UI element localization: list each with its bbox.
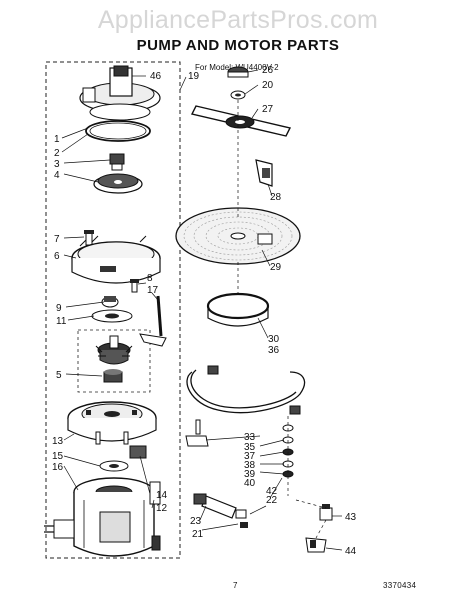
left-assembly-frame — [45, 61, 181, 559]
callout-1: 1 — [54, 134, 60, 145]
callout-21: 21 — [192, 529, 204, 540]
watermark: AppliancePartsPros.com — [97, 6, 379, 34]
parts-33-40-hardware — [185, 419, 294, 478]
callout-27: 27 — [262, 104, 274, 115]
callout-14: 14 — [156, 490, 168, 501]
callout-30: 30 — [268, 334, 280, 345]
document-code: 3370434 — [383, 581, 417, 590]
part-23-fitting — [193, 493, 248, 528]
part-16-motor — [44, 477, 161, 557]
callout-39: 39 — [244, 469, 256, 480]
callout-26: 26 — [262, 65, 274, 76]
part-28-clip — [255, 159, 273, 187]
leader-lines — [61, 69, 343, 551]
callout-6: 6 — [54, 251, 60, 262]
part-1-gasket — [85, 120, 151, 142]
callout-28: 28 — [270, 192, 282, 203]
part-15-washer — [99, 460, 129, 472]
callout-33: 33 — [244, 432, 256, 443]
callout-20: 20 — [262, 80, 274, 91]
callout-2: 2 — [54, 148, 60, 159]
callout-35: 35 — [244, 442, 256, 453]
part-46-inlet-housing — [79, 65, 161, 121]
part-6-pump-housing — [71, 235, 161, 284]
callout-4: 4 — [54, 170, 60, 181]
callout-40: 40 — [244, 478, 256, 489]
callout-11: 11 — [56, 316, 67, 327]
callout-12: 12 — [156, 503, 168, 514]
part-14-terminal-block — [129, 445, 147, 459]
callout-16: 16 — [52, 462, 64, 473]
part-heater-element — [186, 365, 306, 415]
part-17-bolt — [139, 295, 167, 347]
callout-22: 22 — [266, 495, 278, 506]
callout-3: 3 — [54, 159, 60, 170]
callout-9: 9 — [56, 303, 62, 314]
part-44-valve-bracket — [305, 537, 327, 553]
part-7-screw — [84, 230, 94, 246]
part-20-nut — [230, 90, 246, 100]
part-27-spray-arm — [190, 105, 292, 137]
callout-7: 7 — [54, 234, 60, 245]
impeller-group-bracket — [77, 329, 151, 393]
callout-19: 19 — [188, 71, 200, 82]
callout-13: 13 — [52, 436, 64, 447]
page-number: 7 — [233, 581, 238, 590]
page-title: PUMP AND MOTOR PARTS — [136, 37, 340, 54]
part-3-nut — [109, 153, 125, 171]
callout-38: 38 — [244, 460, 256, 471]
part-30-ring-seal — [206, 292, 270, 327]
callout-5: 5 — [56, 370, 62, 381]
callout-8: 8 — [147, 273, 153, 284]
callout-29: 29 — [270, 262, 282, 273]
callout-44: 44 — [345, 546, 357, 557]
part-43-valve-nut — [319, 504, 333, 521]
callout-43: 43 — [345, 512, 357, 523]
part-5-impeller — [95, 335, 133, 383]
part-8-screw — [130, 279, 139, 293]
callout-15: 15 — [52, 451, 64, 462]
part-4-disc — [93, 173, 143, 194]
part-26-cap — [227, 66, 249, 78]
callout-23: 23 — [190, 516, 202, 527]
callout-42: 42 — [266, 486, 278, 497]
callout-46: 46 — [150, 71, 162, 82]
part-13-mounting-plate — [67, 401, 157, 445]
callout-36: 36 — [268, 345, 280, 356]
callout-labels: 46 1 2 3 4 7 6 8 17 9 11 5 13 15 16 14 1… — [52, 65, 357, 557]
part-29-filter-screen — [175, 207, 301, 265]
part-9-seal — [91, 296, 133, 323]
callout-37: 37 — [244, 451, 256, 462]
callout-17: 17 — [147, 285, 159, 296]
